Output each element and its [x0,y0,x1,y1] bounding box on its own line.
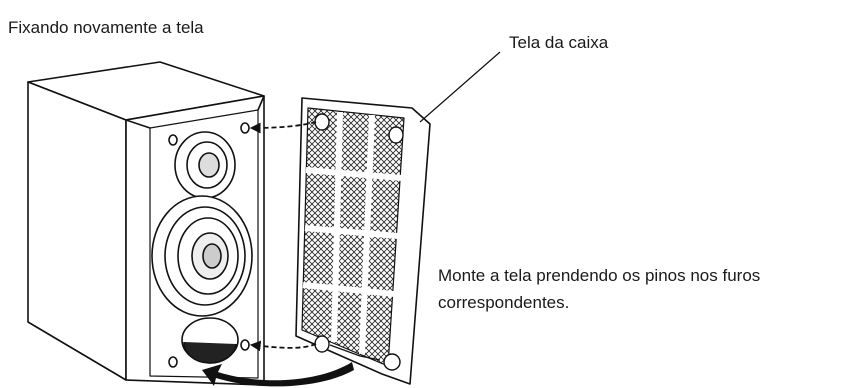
instruction-text: Monte a tela prendendo os pinos nos furo… [438,262,760,316]
callout-leader-line [419,51,501,123]
curved-arrow-icon [202,362,354,387]
speaker-cabinet-icon [27,61,265,386]
instruction-line-1: Monte a tela prendendo os pinos nos furo… [438,266,761,285]
diagram-title: Fixando novamente a tela [8,18,204,37]
dashed-arrow-icon [249,121,317,352]
instruction-line-2: correspondentes. [438,293,570,312]
grille-callout-label: Tela da caixa [509,33,609,52]
speaker-grille-icon [295,97,431,385]
